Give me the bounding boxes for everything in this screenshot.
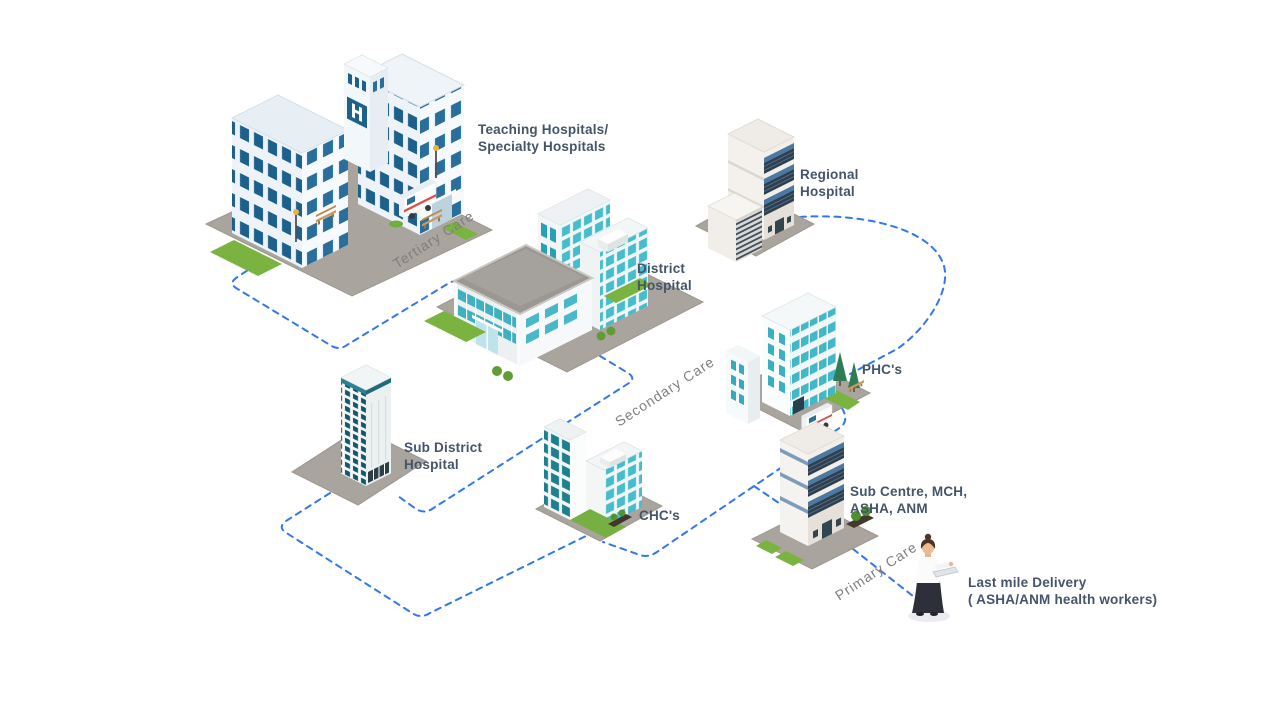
district-hospital-label: District Hospital	[637, 261, 692, 293]
sub-district-hospital-label: Sub District Hospital	[404, 440, 483, 472]
phc-building	[725, 292, 872, 435]
planter-icon	[389, 220, 403, 228]
phc-to-chc-connector	[602, 407, 847, 557]
ambulance-icon	[399, 179, 437, 219]
sub-centre-building	[750, 421, 880, 570]
chc-label: CHC's	[639, 508, 680, 523]
sub-district-hospital-building	[290, 364, 428, 506]
phc-label: PHC's	[862, 362, 903, 377]
subdistrict-loop-connector	[280, 492, 593, 617]
grass-strip	[210, 240, 282, 276]
street-lamp-icon	[293, 145, 439, 242]
tree-icon	[848, 362, 860, 388]
district-hospital-building	[424, 188, 705, 381]
grass-strip	[442, 222, 478, 240]
regional-hospital-label: Regional Hospital	[800, 167, 859, 199]
chc-building	[534, 418, 664, 542]
bench-icon	[422, 208, 442, 229]
tree-icon	[833, 352, 847, 381]
h-sign-tower	[343, 54, 389, 172]
health-worker-figure	[908, 533, 959, 622]
primary-care-connector	[852, 548, 919, 601]
regional-to-phc-connector	[799, 215, 947, 375]
teaching-hospital-label: Teaching Hospitals/ Specialty Hospitals	[478, 122, 609, 154]
bench-icon	[316, 204, 336, 225]
teaching-hospital-building	[204, 53, 494, 297]
regional-hospital-building	[694, 118, 816, 262]
clipboard-tray-icon	[932, 566, 959, 578]
sub-centre-label: Sub Centre, MCH, ASHA, ANM	[850, 484, 968, 516]
last-mile-delivery-label: Last mile Delivery ( ASHA/ANM health wor…	[968, 575, 1158, 607]
secondary-care-connector	[397, 355, 634, 513]
bench-icon	[848, 379, 864, 393]
